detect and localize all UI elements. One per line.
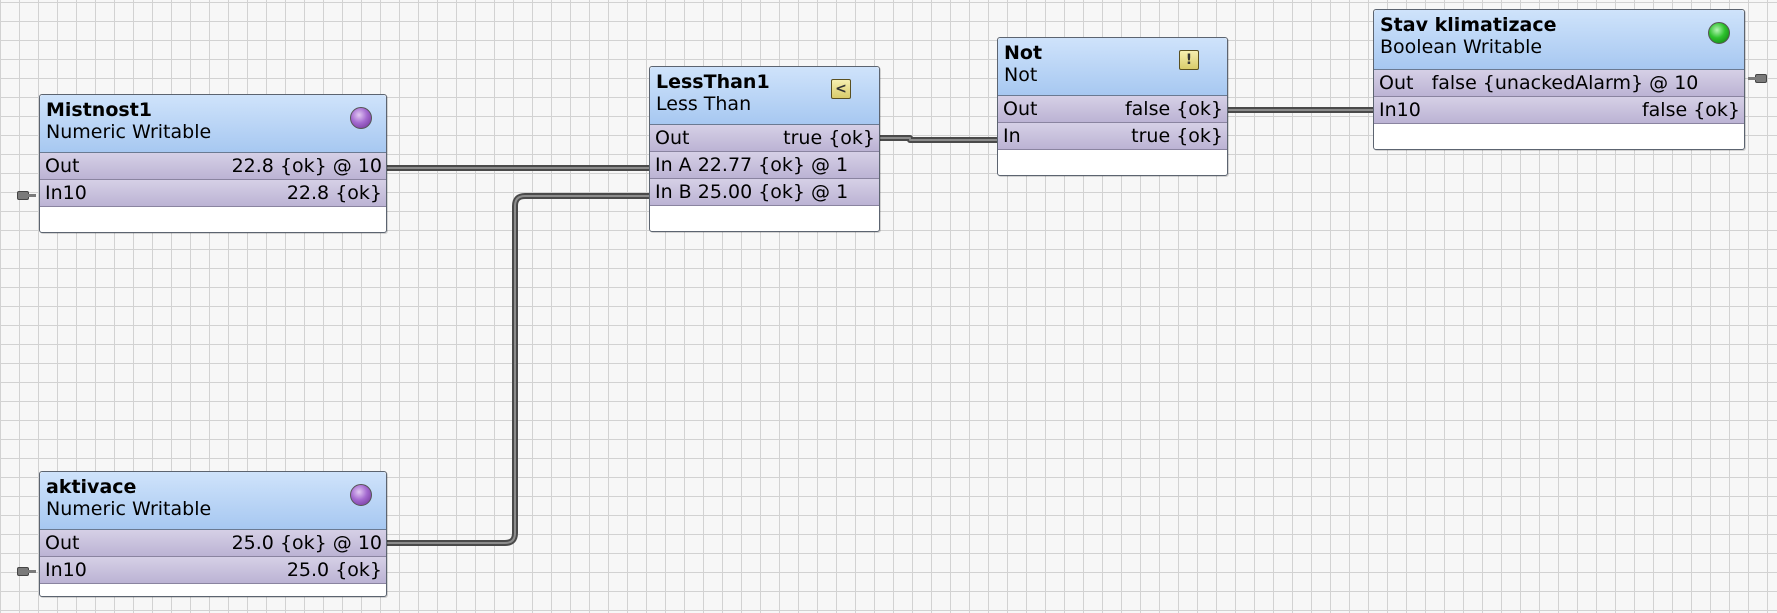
slot-out[interactable]: Out false {ok} <box>998 96 1227 123</box>
slot-text: Out false {unackedAlarm} @ 10 <box>1379 72 1699 94</box>
block-title: Not <box>1004 42 1043 64</box>
block-title: aktivace <box>46 476 137 498</box>
block-header[interactable]: LessThan1 Less Than < <box>650 67 879 125</box>
slot-in10[interactable]: In10 false {ok} <box>1374 97 1744 124</box>
not-gate-icon: ! <box>1179 50 1199 70</box>
slot-value: 25.0 {ok} <box>286 559 382 581</box>
block-type: Less Than <box>656 93 752 115</box>
block-title: Stav klimatizace <box>1380 14 1557 36</box>
slot-name: Out <box>655 127 690 149</box>
input-port-icon[interactable] <box>17 191 36 200</box>
slot-value: false {ok} <box>1641 99 1740 121</box>
block-title: Mistnost1 <box>46 99 153 121</box>
purple-status-orb-icon <box>350 484 372 506</box>
block-header[interactable]: Not Not ! <box>998 38 1227 96</box>
block-title: LessThan1 <box>656 71 770 93</box>
input-port-icon[interactable] <box>17 567 36 576</box>
slot-value: 25.0 {ok} @ 10 <box>231 532 382 554</box>
less-than-icon: < <box>831 79 851 99</box>
slot-name: In10 <box>45 559 87 581</box>
block-footer <box>998 150 1227 175</box>
block-not[interactable]: Not Not ! Out false {ok} In true {ok} <box>997 37 1228 176</box>
block-aktivace[interactable]: aktivace Numeric Writable Out 25.0 {ok} … <box>39 471 387 597</box>
block-stav-klimatizace[interactable]: Stav klimatizace Boolean Writable Out fa… <box>1373 9 1745 150</box>
slot-in-a[interactable]: In A 22.77 {ok} @ 1 <box>650 152 879 179</box>
slot-in[interactable]: In true {ok} <box>998 123 1227 150</box>
slot-in10[interactable]: In10 25.0 {ok} <box>40 557 386 584</box>
block-header[interactable]: aktivace Numeric Writable <box>40 472 386 530</box>
slot-out[interactable]: Out 22.8 {ok} @ 10 <box>40 153 386 180</box>
slot-in10[interactable]: In10 22.8 {ok} <box>40 180 386 207</box>
slot-text: In A 22.77 {ok} @ 1 <box>655 154 849 176</box>
slot-name: Out <box>45 532 80 554</box>
green-status-orb-icon <box>1708 22 1730 44</box>
slot-value: true {ok} <box>1131 125 1223 147</box>
block-type: Boolean Writable <box>1380 36 1543 58</box>
slot-name: Out <box>45 155 80 177</box>
block-type: Not <box>1004 64 1038 86</box>
block-mistnost1[interactable]: Mistnost1 Numeric Writable Out 22.8 {ok}… <box>39 94 387 233</box>
slot-name: In10 <box>1379 99 1421 121</box>
slot-value: 22.8 {ok} @ 10 <box>231 155 382 177</box>
slot-value: 22.8 {ok} <box>286 182 382 204</box>
slot-in-b[interactable]: In B 25.00 {ok} @ 1 <box>650 179 879 206</box>
block-header[interactable]: Stav klimatizace Boolean Writable <box>1374 10 1744 70</box>
slot-out[interactable]: Out false {unackedAlarm} @ 10 <box>1374 70 1744 97</box>
block-footer <box>40 584 386 596</box>
block-type: Numeric Writable <box>46 121 212 143</box>
block-header[interactable]: Mistnost1 Numeric Writable <box>40 95 386 153</box>
slot-name: Out <box>1003 98 1038 120</box>
purple-status-orb-icon <box>350 107 372 129</box>
wire-aktivace-to-lessthan-in-b <box>382 193 653 546</box>
block-footer <box>650 206 879 231</box>
slot-name: In <box>1003 125 1021 147</box>
block-footer <box>1374 124 1744 149</box>
slot-text: In B 25.00 {ok} @ 1 <box>655 181 849 203</box>
slot-out[interactable]: Out true {ok} <box>650 125 879 152</box>
slot-name: In10 <box>45 182 87 204</box>
slot-value: true {ok} <box>783 127 875 149</box>
block-lessthan1[interactable]: LessThan1 Less Than < Out true {ok} In A… <box>649 66 880 232</box>
slot-value: false {ok} <box>1124 98 1223 120</box>
output-port-icon[interactable] <box>1748 74 1767 83</box>
slot-out[interactable]: Out 25.0 {ok} @ 10 <box>40 530 386 557</box>
block-type: Numeric Writable <box>46 498 212 520</box>
block-footer <box>40 207 386 232</box>
